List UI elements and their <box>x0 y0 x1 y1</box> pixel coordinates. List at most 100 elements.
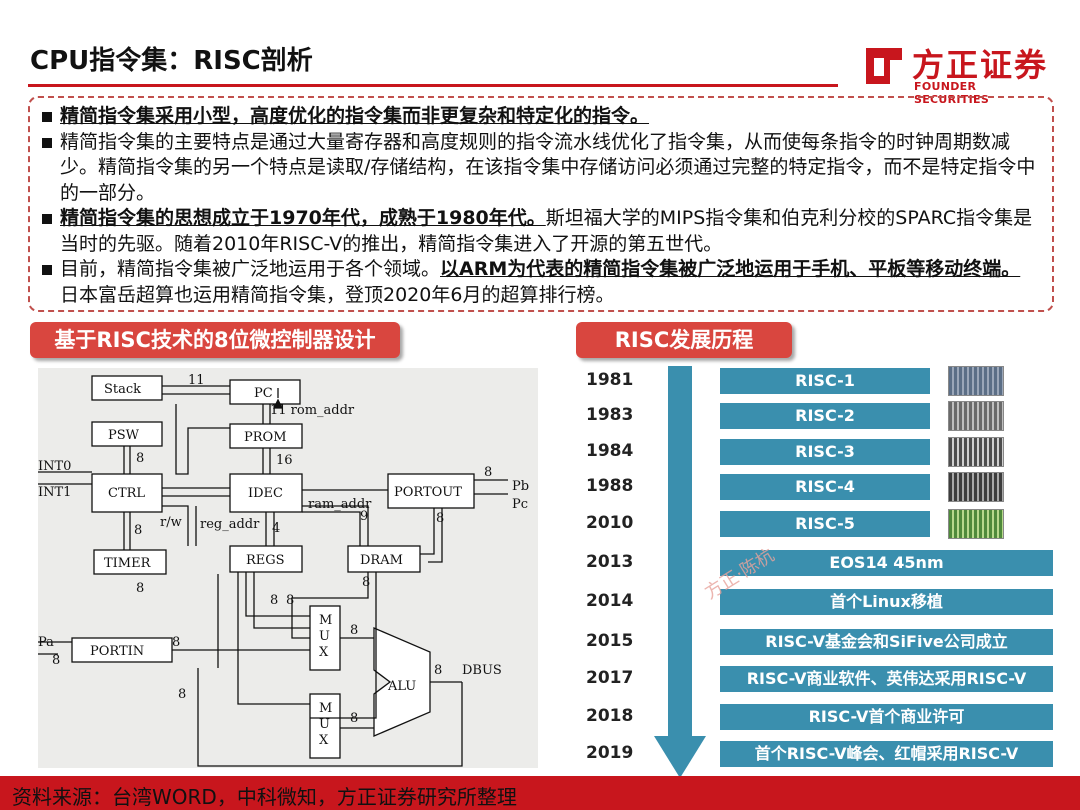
label-w16: 16 <box>276 453 293 468</box>
label-int0: INT0 <box>38 459 71 474</box>
bullet-text: 精简指令集采用小型，高度优化的指令集而非更复杂和特定化的指令。 <box>60 105 650 127</box>
label-w8-dram: 8 <box>436 511 444 526</box>
bullet-item: 精简指令集采用小型，高度优化的指令集而非更复杂和特定化的指令。 <box>42 104 1038 130</box>
title-underline <box>28 84 838 87</box>
founder-logo: 方正证券 FOUNDER SECURITIES <box>862 40 1052 106</box>
bullet-item: 目前，精简指令集被广泛地运用于各个领域。以ARM为代表的精简指令集被广泛地运用于… <box>42 257 1038 308</box>
label-mux2-u: U <box>319 717 330 732</box>
logo-text-cn: 方正证券 <box>912 46 1049 84</box>
timeline-label: 首个RISC-V峰会、红帽采用RISC-V <box>720 741 1053 767</box>
label-mux1-u: U <box>319 629 330 644</box>
label-w8-pa: 8 <box>52 653 60 668</box>
label-w8-bus: 8 <box>178 687 186 702</box>
block-portin <box>71 637 173 663</box>
block-timer <box>93 549 167 575</box>
chip-thumbnail-icon <box>948 366 1004 396</box>
timeline-year: 2014 <box>586 591 634 611</box>
timeline-year: 1984 <box>586 441 634 461</box>
block-regs <box>229 545 303 573</box>
label-portout: PORTOUT <box>394 485 462 500</box>
label-ctrl: CTRL <box>108 486 145 501</box>
block-pc <box>229 379 301 405</box>
timeline-year: 2010 <box>586 513 634 533</box>
label-portin: PORTIN <box>90 644 144 659</box>
label-prom: PROM <box>244 430 287 445</box>
label-w8-timer: 8 <box>136 581 144 596</box>
chip-thumbnail-icon <box>948 437 1004 467</box>
timeline-label: 首个Linux移植 <box>720 589 1053 615</box>
block-psw <box>91 421 163 447</box>
label-mux2-m: M <box>319 701 332 716</box>
timeline-label: RISC-1 <box>720 368 930 394</box>
bullet-text: 精简指令集的主要特点是通过大量寄存器和高度规则的指令流水线优化了指令集，从而使每… <box>60 130 1036 204</box>
label-w8-regs2: 8 <box>286 593 294 608</box>
bullet-item: 精简指令集的思想成立于1970年代，成熟于1980年代。斯坦福大学的MIPS指令… <box>42 206 1038 257</box>
block-idec <box>229 473 303 513</box>
label-int1: INT1 <box>38 485 71 500</box>
timeline-year: 2017 <box>586 668 634 688</box>
timeline-label: RISC-4 <box>720 474 930 500</box>
timeline-year: 1988 <box>586 476 634 496</box>
timeline-label: EOS14 45nm <box>720 550 1053 576</box>
label-mux1-x: X <box>319 645 329 660</box>
label-w9: 9 <box>360 509 368 524</box>
bullet-square-icon <box>42 265 52 275</box>
label-w8-psw: 8 <box>136 451 144 466</box>
label-w8-regs1: 8 <box>270 593 278 608</box>
block-dram <box>347 545 421 573</box>
label-mux2-x: X <box>319 733 329 748</box>
label-bus11: 11 <box>188 373 205 388</box>
bullet-item: 精简指令集的主要特点是通过大量寄存器和高度规则的指令流水线优化了指令集，从而使每… <box>42 130 1038 207</box>
bullet-text: 精简指令集的思想成立于1970年代，成熟于1980年代。 <box>60 207 546 229</box>
label-w8-alu: 8 <box>434 663 442 678</box>
section-tag-microcontroller: 基于RISC技术的8位微控制器设计 <box>30 322 400 358</box>
label-w8-mux2: 8 <box>350 711 358 726</box>
block-stack <box>91 375 163 401</box>
bullet-square-icon <box>42 137 52 148</box>
founder-logo-icon <box>866 48 902 84</box>
timeline-year: 1983 <box>586 405 634 425</box>
label-w8-portin: 8 <box>172 635 180 650</box>
section-tag-history: RISC发展历程 <box>576 322 792 358</box>
chip-thumbnail-icon <box>948 472 1004 502</box>
microcontroller-block-diagram: Stack PC PSW PROM CTRL IDEC PORTOUT TIME… <box>38 368 538 768</box>
summary-box: 精简指令集采用小型，高度优化的指令集而非更复杂和特定化的指令。精简指令集的主要特… <box>28 96 1054 312</box>
timeline-label: RISC-2 <box>720 403 930 429</box>
label-w8-portout: 8 <box>484 465 492 480</box>
bullet-text: 日本富岳超算也运用精简指令集，登顶2020年6月的超算排行榜。 <box>60 283 615 306</box>
block-alu <box>373 627 431 737</box>
timeline-year: 2019 <box>586 743 634 763</box>
label-mux1-m: M <box>319 613 332 628</box>
block-diagram-svg: Stack PC PSW PROM CTRL IDEC PORTOUT TIME… <box>38 373 529 767</box>
footer-source: 资料来源：台湾WORD，中科微知，方正证券研究所整理 <box>12 785 517 809</box>
block-ctrl <box>91 473 163 513</box>
label-pc: PC <box>254 386 273 401</box>
label-w8-dram2: 8 <box>362 575 370 590</box>
timeline-year: 2013 <box>586 552 634 572</box>
label-w8-ctrl: 8 <box>134 523 142 538</box>
label-rom-addr: 11 rom_addr <box>270 403 355 418</box>
timeline-label: RISC-V商业软件、英伟达采用RISC-V <box>720 666 1053 692</box>
timeline-label: RISC-5 <box>720 511 930 537</box>
label-psw: PSW <box>108 428 140 443</box>
footer-bar: 资料来源：台湾WORD，中科微知，方正证券研究所整理 <box>0 776 1080 810</box>
label-ram-addr: ram_addr <box>308 497 372 512</box>
bullet-square-icon <box>42 112 52 122</box>
timeline-year: 2018 <box>586 706 634 726</box>
timeline-label: RISC-V基金会和SiFive公司成立 <box>720 629 1053 655</box>
label-w8-mux1: 8 <box>350 623 358 638</box>
label-pb: Pb <box>512 479 529 494</box>
bullet-square-icon <box>42 214 52 224</box>
page-title: CPU指令集：RISC剖析 <box>30 46 313 76</box>
label-reg-addr: reg_addr <box>200 517 260 532</box>
block-mux2 <box>309 693 341 759</box>
timeline-label: RISC-3 <box>720 439 930 465</box>
label-rw: r/w <box>160 515 182 530</box>
block-prom <box>229 423 303 449</box>
label-dbus: DBUS <box>462 663 502 678</box>
chip-thumbnail-icon <box>948 401 1004 431</box>
label-regs: REGS <box>246 553 285 568</box>
label-w4: 4 <box>272 521 280 536</box>
timeline-arrow <box>654 366 706 778</box>
label-alu: ALU <box>387 679 416 694</box>
